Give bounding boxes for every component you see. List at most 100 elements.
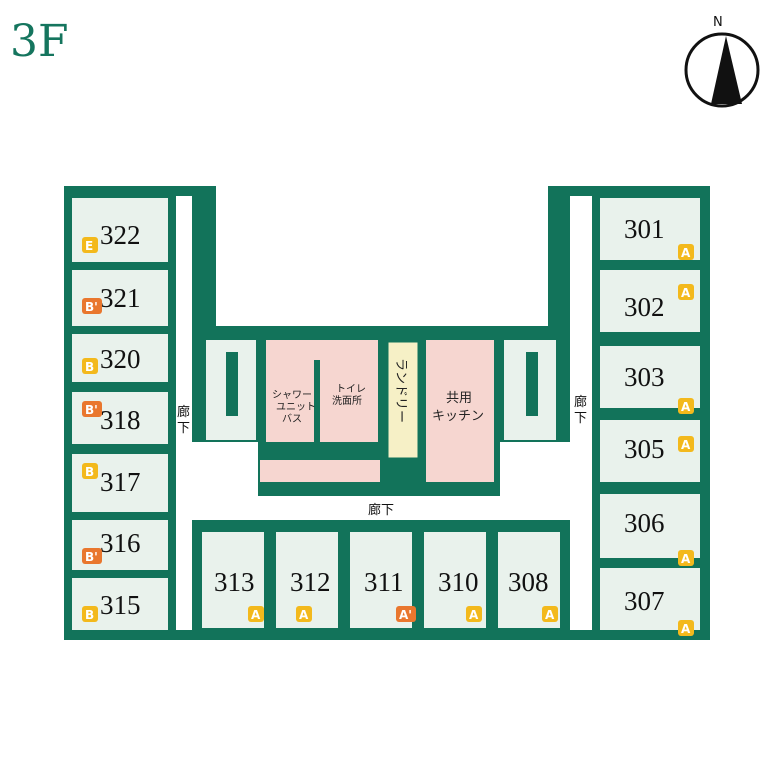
room-number: 320: [100, 344, 141, 374]
shower-label-line2: ユニット: [276, 402, 316, 413]
room-number: 301: [624, 214, 665, 244]
room-number: 302: [624, 292, 665, 322]
laundry-label: ランドリー: [393, 358, 408, 423]
kitchen-label-line2: キッチン: [432, 409, 484, 424]
shower-label-line1: シャワー: [272, 390, 312, 401]
room-number: 318: [100, 405, 141, 435]
room-type-badge: [82, 298, 102, 314]
room-number: 312: [290, 567, 331, 597]
room-floor: [72, 392, 168, 444]
shower-label-line3: バス: [282, 413, 302, 425]
room-number: 308: [508, 567, 549, 597]
room-type-label: B: [85, 465, 94, 479]
room-type-label: A: [251, 608, 261, 622]
stairs-left: [206, 340, 256, 440]
room-floor: [600, 568, 700, 630]
stairs-left-core: [226, 352, 238, 416]
toilet-label-line2: 洗面所: [332, 395, 362, 407]
shower-area: [266, 340, 378, 442]
room-type-label: A: [681, 622, 691, 636]
compass-needle-icon: [711, 36, 742, 104]
room-type-badge: [542, 606, 558, 622]
room-type-badge: [678, 436, 694, 452]
compass-north-label: N: [713, 15, 723, 30]
room-type-label: A: [545, 608, 555, 622]
room-type-label: B: [85, 360, 94, 374]
room-type-badge: [82, 401, 102, 417]
toilet-label-line1: トイレ: [336, 384, 366, 395]
room-number: 313: [214, 567, 255, 597]
room-305: 305 A: [600, 420, 700, 482]
room-type-badge: [678, 284, 694, 300]
room-number: 305: [624, 434, 665, 464]
corridor-left-label-1: 廊: [177, 404, 190, 420]
room-type-badge: [82, 463, 98, 479]
corridor-center-label: 廊下: [368, 502, 394, 518]
room-type-badge: [678, 620, 694, 636]
room-number: 315: [100, 590, 141, 620]
room-type-badge: [396, 606, 416, 622]
room-type-label: A: [469, 608, 479, 622]
room-number: 310: [438, 567, 479, 597]
room-type-label: A: [681, 286, 691, 300]
stairs-right-core: [526, 352, 538, 416]
floor-label: 3F: [10, 16, 69, 67]
room-type-label: A: [681, 438, 691, 452]
corridor-center-upper: [192, 442, 258, 496]
room-type-label: E: [85, 239, 93, 253]
corridor-left-label-2: 下: [177, 421, 190, 436]
room-type-label: A: [681, 246, 691, 260]
room-type-badge: [248, 606, 264, 622]
room-type-label: A': [399, 608, 412, 622]
stairs-right: [504, 340, 556, 440]
room-floor: [600, 494, 700, 558]
room-type-label: B': [85, 403, 98, 417]
room-type-label: B': [85, 550, 98, 564]
room-number: 321: [100, 283, 141, 313]
facilities: シャワー ユニット バス トイレ 洗面所 ランドリー 共用 キッチン: [260, 340, 494, 482]
room-type-badge: [296, 606, 312, 622]
room-type-label: A: [681, 400, 691, 414]
room-number: 307: [624, 586, 665, 616]
room-type-label: A: [681, 552, 691, 566]
room-type-label: B: [85, 608, 94, 622]
shower-lower: [260, 460, 380, 482]
corridor-right-label-2: 下: [574, 411, 587, 426]
toilet-divider: [314, 360, 320, 450]
room-floor: [600, 346, 700, 408]
room-type-badge: [82, 606, 98, 622]
room-number: 322: [100, 220, 141, 250]
room-number: 303: [624, 362, 665, 392]
rooms-layer: 322E321B'320B318B'317B316B'315B313A312A3…: [72, 198, 700, 636]
room-type-badge: [82, 548, 102, 564]
corridor-right: [570, 196, 592, 630]
room-type-badge: [82, 237, 98, 253]
corridor-right-label-1: 廊: [574, 394, 587, 410]
room-type-label: B': [85, 300, 98, 314]
light-well: [216, 186, 548, 326]
kitchen-label-line1: 共用: [446, 391, 472, 406]
corridors: [176, 186, 592, 630]
room-number: 316: [100, 528, 141, 558]
room-number: 317: [100, 467, 141, 497]
compass: N: [684, 15, 760, 108]
corridor-center-upper-right: [500, 442, 570, 496]
room-type-badge: [678, 550, 694, 566]
kitchen-area: [426, 340, 494, 482]
room-type-badge: [466, 606, 482, 622]
